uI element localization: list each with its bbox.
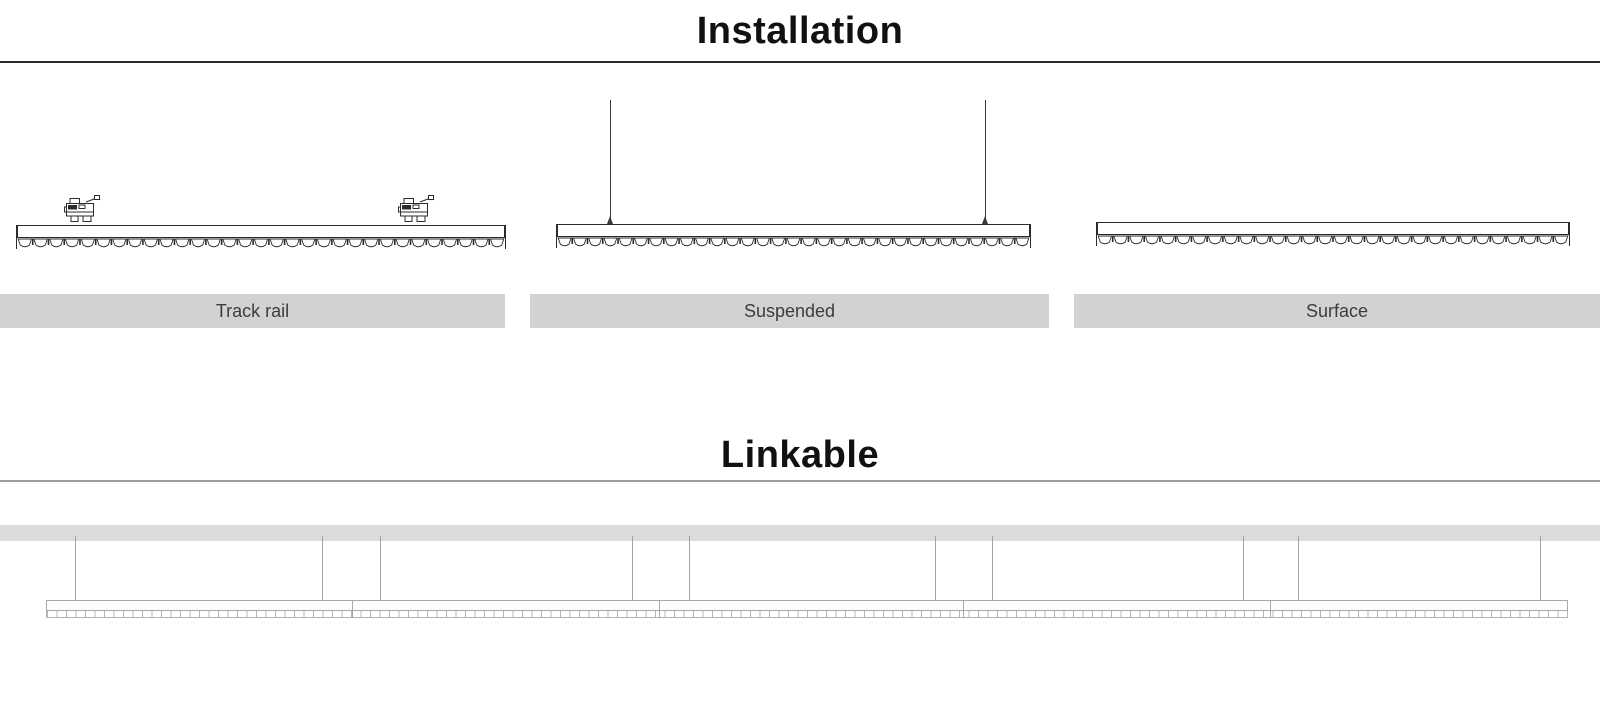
link-suspension-wire (992, 536, 993, 600)
suspension-grip (982, 216, 988, 224)
link-suspension-wire (1243, 536, 1244, 600)
suspended-fixture-housing (557, 224, 1030, 237)
linkable-divider (0, 480, 1600, 482)
link-suspension-wire (322, 536, 323, 600)
fixture-joint (1270, 600, 1271, 618)
label-surface-text: Surface (1305, 300, 1369, 321)
link-suspension-wire (380, 536, 381, 600)
link-suspension-wire (632, 536, 633, 600)
installation-title: Installation (696, 10, 904, 52)
linked-row-housing (46, 600, 1568, 611)
track-rail-fixture-housing (17, 225, 505, 238)
track-adapter-icon (398, 195, 435, 222)
link-suspension-wire (1298, 536, 1299, 600)
link-suspension-wire (935, 536, 936, 600)
fixture-joint (659, 600, 660, 618)
label-track-rail: Track rail (0, 294, 505, 328)
fixture-joint (352, 600, 353, 618)
linkable-title: Linkable (720, 434, 880, 476)
suspension-wire (610, 100, 611, 224)
surface-fixture-louver-array (1097, 235, 1569, 245)
link-suspension-wire (689, 536, 690, 600)
fixture-joint (963, 600, 964, 618)
suspended-fixture-louver-array (557, 237, 1030, 247)
suspension-grip (607, 216, 613, 224)
label-suspended: Suspended (530, 294, 1049, 328)
installation-divider (0, 61, 1600, 63)
surface-fixture (1096, 222, 1570, 246)
label-track-rail-text: Track rail (215, 300, 290, 321)
label-surface: Surface (1074, 294, 1600, 328)
linked-fixture-row (46, 600, 1568, 618)
track-rail-fixture-louver-array (17, 238, 505, 248)
link-suspension-wire (1540, 536, 1541, 600)
surface-fixture-housing (1097, 222, 1569, 235)
linked-row-louver-strip (46, 611, 1568, 618)
suspension-wire (985, 100, 986, 224)
track-rail-fixture (16, 225, 506, 249)
label-suspended-text: Suspended (743, 300, 836, 321)
link-suspension-wire (75, 536, 76, 600)
ceiling-mount-bar (0, 525, 1600, 541)
suspended-fixture (556, 224, 1031, 248)
track-adapter-icon (64, 195, 101, 222)
